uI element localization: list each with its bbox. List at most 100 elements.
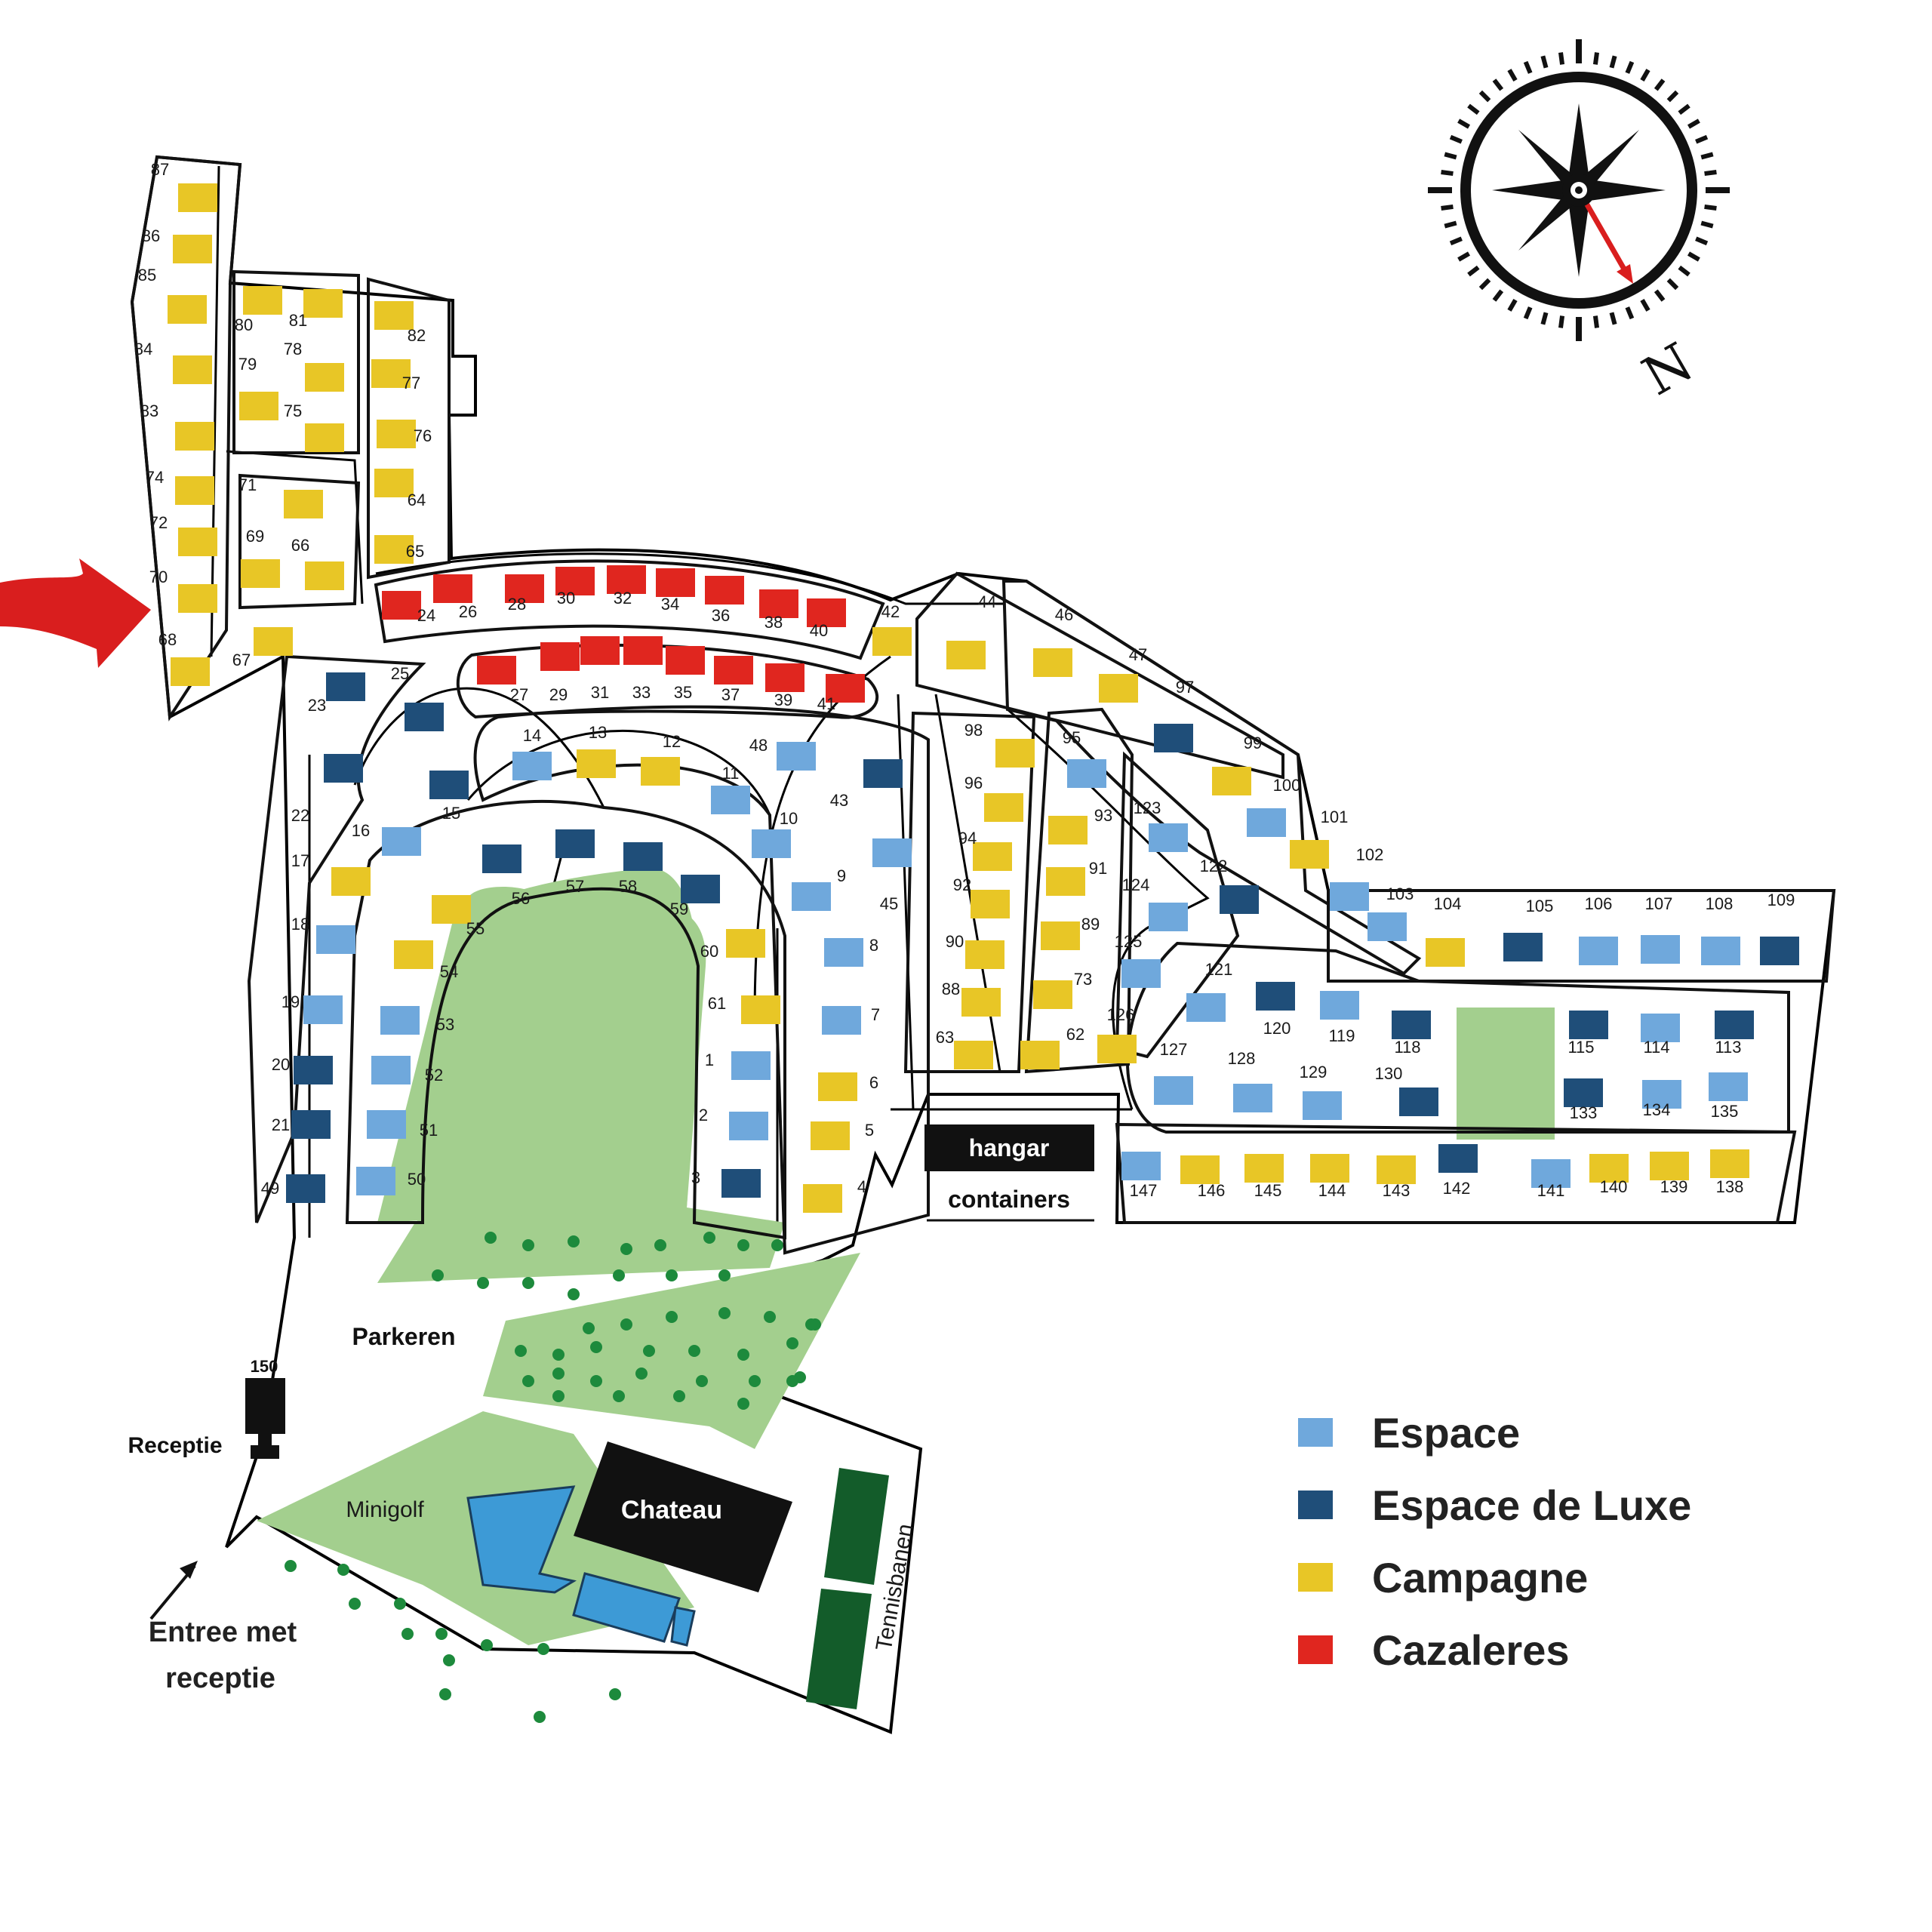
plot-marker-campagne[interactable] bbox=[965, 940, 1004, 969]
plot-marker-espace_de_luxe[interactable] bbox=[294, 1056, 333, 1084]
plot-140[interactable]: 140 bbox=[1589, 1154, 1629, 1196]
plot-88[interactable]: 88 bbox=[942, 980, 1001, 1017]
plot-84[interactable]: 84 bbox=[134, 340, 212, 384]
plot-3[interactable]: 3 bbox=[691, 1168, 761, 1198]
plot-marker-campagne[interactable] bbox=[178, 584, 217, 613]
plot-marker-campagne[interactable] bbox=[374, 535, 414, 564]
plot-40[interactable]: 40 bbox=[807, 598, 846, 640]
plot-62[interactable]: 62 bbox=[1020, 1025, 1084, 1069]
plot-marker-campagne[interactable] bbox=[241, 559, 280, 588]
plot-98[interactable]: 98 bbox=[964, 721, 1035, 768]
plot-marker-campagne[interactable] bbox=[954, 1041, 993, 1069]
plot-marker-espace_de_luxe[interactable] bbox=[623, 842, 663, 871]
plot-83[interactable]: 83 bbox=[140, 401, 214, 451]
plot-marker-espace[interactable] bbox=[1641, 1014, 1680, 1042]
plot-65[interactable]: 65 bbox=[374, 535, 424, 564]
plot-marker-espace_de_luxe[interactable] bbox=[681, 875, 720, 903]
plot-marker-espace_de_luxe[interactable] bbox=[1438, 1144, 1478, 1173]
plot-85[interactable]: 85 bbox=[138, 266, 207, 324]
plot-marker-campagne[interactable] bbox=[1041, 921, 1080, 950]
plot-marker-espace[interactable] bbox=[1367, 912, 1407, 941]
plot-marker-cazaleres[interactable] bbox=[759, 589, 798, 618]
plot-marker-campagne[interactable] bbox=[1046, 867, 1085, 896]
plot-marker-campagne[interactable] bbox=[961, 988, 1001, 1017]
plot-marker-campagne[interactable] bbox=[305, 561, 344, 590]
plot-marker-espace[interactable] bbox=[356, 1167, 395, 1195]
plot-129[interactable]: 129 bbox=[1300, 1063, 1342, 1120]
plot-marker-espace[interactable] bbox=[1330, 882, 1369, 911]
plot-54[interactable]: 54 bbox=[394, 940, 458, 981]
plot-marker-espace[interactable] bbox=[711, 786, 750, 814]
plot-21[interactable]: 21 bbox=[272, 1110, 331, 1139]
plot-marker-espace[interactable] bbox=[777, 742, 816, 771]
plot-141[interactable]: 141 bbox=[1531, 1159, 1571, 1200]
plot-marker-campagne[interactable] bbox=[818, 1072, 857, 1101]
plot-marker-espace_de_luxe[interactable] bbox=[1392, 1011, 1431, 1039]
plot-95[interactable]: 95 bbox=[1063, 728, 1106, 788]
plot-102[interactable]: 102 bbox=[1330, 845, 1383, 911]
plot-marker-cazaleres[interactable] bbox=[607, 565, 646, 594]
plot-marker-cazaleres[interactable] bbox=[382, 591, 421, 620]
plot-marker-espace[interactable] bbox=[316, 925, 355, 954]
plot-17[interactable]: 17 bbox=[291, 851, 371, 896]
plot-118[interactable]: 118 bbox=[1392, 1011, 1431, 1057]
plot-105[interactable]: 105 bbox=[1503, 897, 1553, 961]
plot-marker-cazaleres[interactable] bbox=[580, 636, 620, 665]
plot-marker-espace[interactable] bbox=[824, 938, 863, 967]
plot-marker-espace[interactable] bbox=[1579, 937, 1618, 965]
plot-marker-espace[interactable] bbox=[382, 827, 421, 856]
plot-marker-espace_de_luxe[interactable] bbox=[482, 844, 521, 873]
plot-marker-espace_de_luxe[interactable] bbox=[286, 1174, 325, 1203]
plot-47[interactable]: 47 bbox=[1099, 645, 1147, 703]
plot-marker-espace[interactable] bbox=[1121, 959, 1161, 988]
plot-72[interactable]: 72 bbox=[149, 513, 217, 556]
plot-marker-espace[interactable] bbox=[752, 829, 791, 858]
plot-94[interactable]: 94 bbox=[958, 829, 1012, 871]
plot-11[interactable]: 11 bbox=[711, 764, 750, 814]
plot-125[interactable]: 125 bbox=[1115, 932, 1161, 988]
plot-marker-espace_de_luxe[interactable] bbox=[429, 771, 469, 799]
plot-96[interactable]: 96 bbox=[964, 774, 1023, 822]
plot-marker-campagne[interactable] bbox=[1290, 840, 1329, 869]
plot-marker-espace[interactable] bbox=[792, 882, 831, 911]
plot-12[interactable]: 12 bbox=[641, 732, 681, 786]
plot-marker-espace_de_luxe[interactable] bbox=[1154, 724, 1193, 752]
plot-20[interactable]: 20 bbox=[272, 1055, 333, 1084]
plot-marker-campagne[interactable] bbox=[726, 929, 765, 958]
plot-marker-campagne[interactable] bbox=[254, 627, 293, 656]
plot-46[interactable]: 46 bbox=[1033, 605, 1073, 677]
plot-19[interactable]: 19 bbox=[281, 992, 343, 1024]
plot-23[interactable]: 23 bbox=[308, 672, 365, 715]
plot-marker-campagne[interactable] bbox=[175, 476, 214, 505]
plot-marker-espace_de_luxe[interactable] bbox=[1569, 1011, 1608, 1039]
plot-marker-espace[interactable] bbox=[1531, 1159, 1571, 1188]
plot-115[interactable]: 115 bbox=[1567, 1011, 1608, 1057]
plot-75[interactable]: 75 bbox=[284, 401, 344, 452]
plot-marker-espace_de_luxe[interactable] bbox=[1715, 1011, 1754, 1039]
plot-79[interactable]: 79 bbox=[238, 355, 278, 420]
plot-66[interactable]: 66 bbox=[291, 536, 344, 590]
plot-6[interactable]: 6 bbox=[818, 1072, 878, 1101]
plot-marker-espace[interactable] bbox=[380, 1006, 420, 1035]
plot-marker-espace_de_luxe[interactable] bbox=[863, 759, 903, 788]
plot-51[interactable]: 51 bbox=[367, 1110, 438, 1140]
plot-44[interactable]: 44 bbox=[946, 592, 996, 669]
plot-80[interactable]: 80 bbox=[235, 286, 282, 334]
plot-marker-espace_de_luxe[interactable] bbox=[324, 754, 363, 783]
plot-marker-campagne[interactable] bbox=[1310, 1154, 1349, 1183]
plot-marker-espace_de_luxe[interactable] bbox=[1503, 933, 1543, 961]
plot-52[interactable]: 52 bbox=[371, 1056, 443, 1084]
plot-marker-espace[interactable] bbox=[1154, 1076, 1193, 1105]
plot-marker-campagne[interactable] bbox=[173, 235, 212, 263]
plot-29[interactable]: 29 bbox=[540, 642, 580, 704]
plot-55[interactable]: 55 bbox=[432, 895, 485, 938]
plot-marker-campagne[interactable] bbox=[1099, 674, 1138, 703]
plot-marker-campagne[interactable] bbox=[641, 757, 680, 786]
plot-38[interactable]: 38 bbox=[759, 589, 798, 632]
plot-marker-campagne[interactable] bbox=[1097, 1035, 1137, 1063]
plot-30[interactable]: 30 bbox=[555, 567, 595, 608]
plot-123[interactable]: 123 bbox=[1134, 798, 1188, 852]
plot-marker-espace_de_luxe[interactable] bbox=[1256, 982, 1295, 1011]
plot-marker-espace_de_luxe[interactable] bbox=[1399, 1088, 1438, 1116]
plot-8[interactable]: 8 bbox=[824, 936, 878, 967]
